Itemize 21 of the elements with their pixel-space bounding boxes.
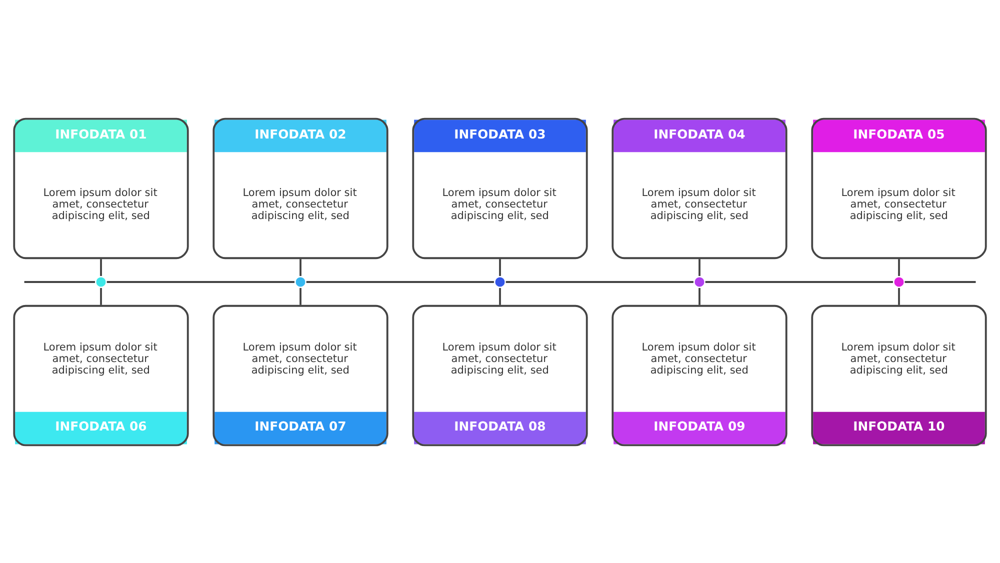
connector — [506, 280, 694, 282]
node-circle — [94, 274, 108, 288]
connector — [904, 280, 976, 282]
connector — [698, 288, 700, 304]
connector — [698, 258, 700, 276]
connector — [24, 280, 95, 282]
connector — [499, 258, 501, 276]
connector — [100, 258, 102, 276]
node-circle — [493, 274, 507, 288]
connector — [300, 288, 302, 304]
connector — [300, 258, 302, 276]
node-circle — [892, 274, 906, 288]
connector — [705, 280, 893, 282]
connector — [898, 288, 900, 304]
connector — [106, 280, 294, 282]
node-circle — [294, 274, 308, 288]
connector — [306, 280, 494, 282]
connector — [100, 288, 102, 304]
connector — [499, 288, 501, 304]
node-circle — [692, 274, 706, 288]
connector — [898, 258, 900, 276]
